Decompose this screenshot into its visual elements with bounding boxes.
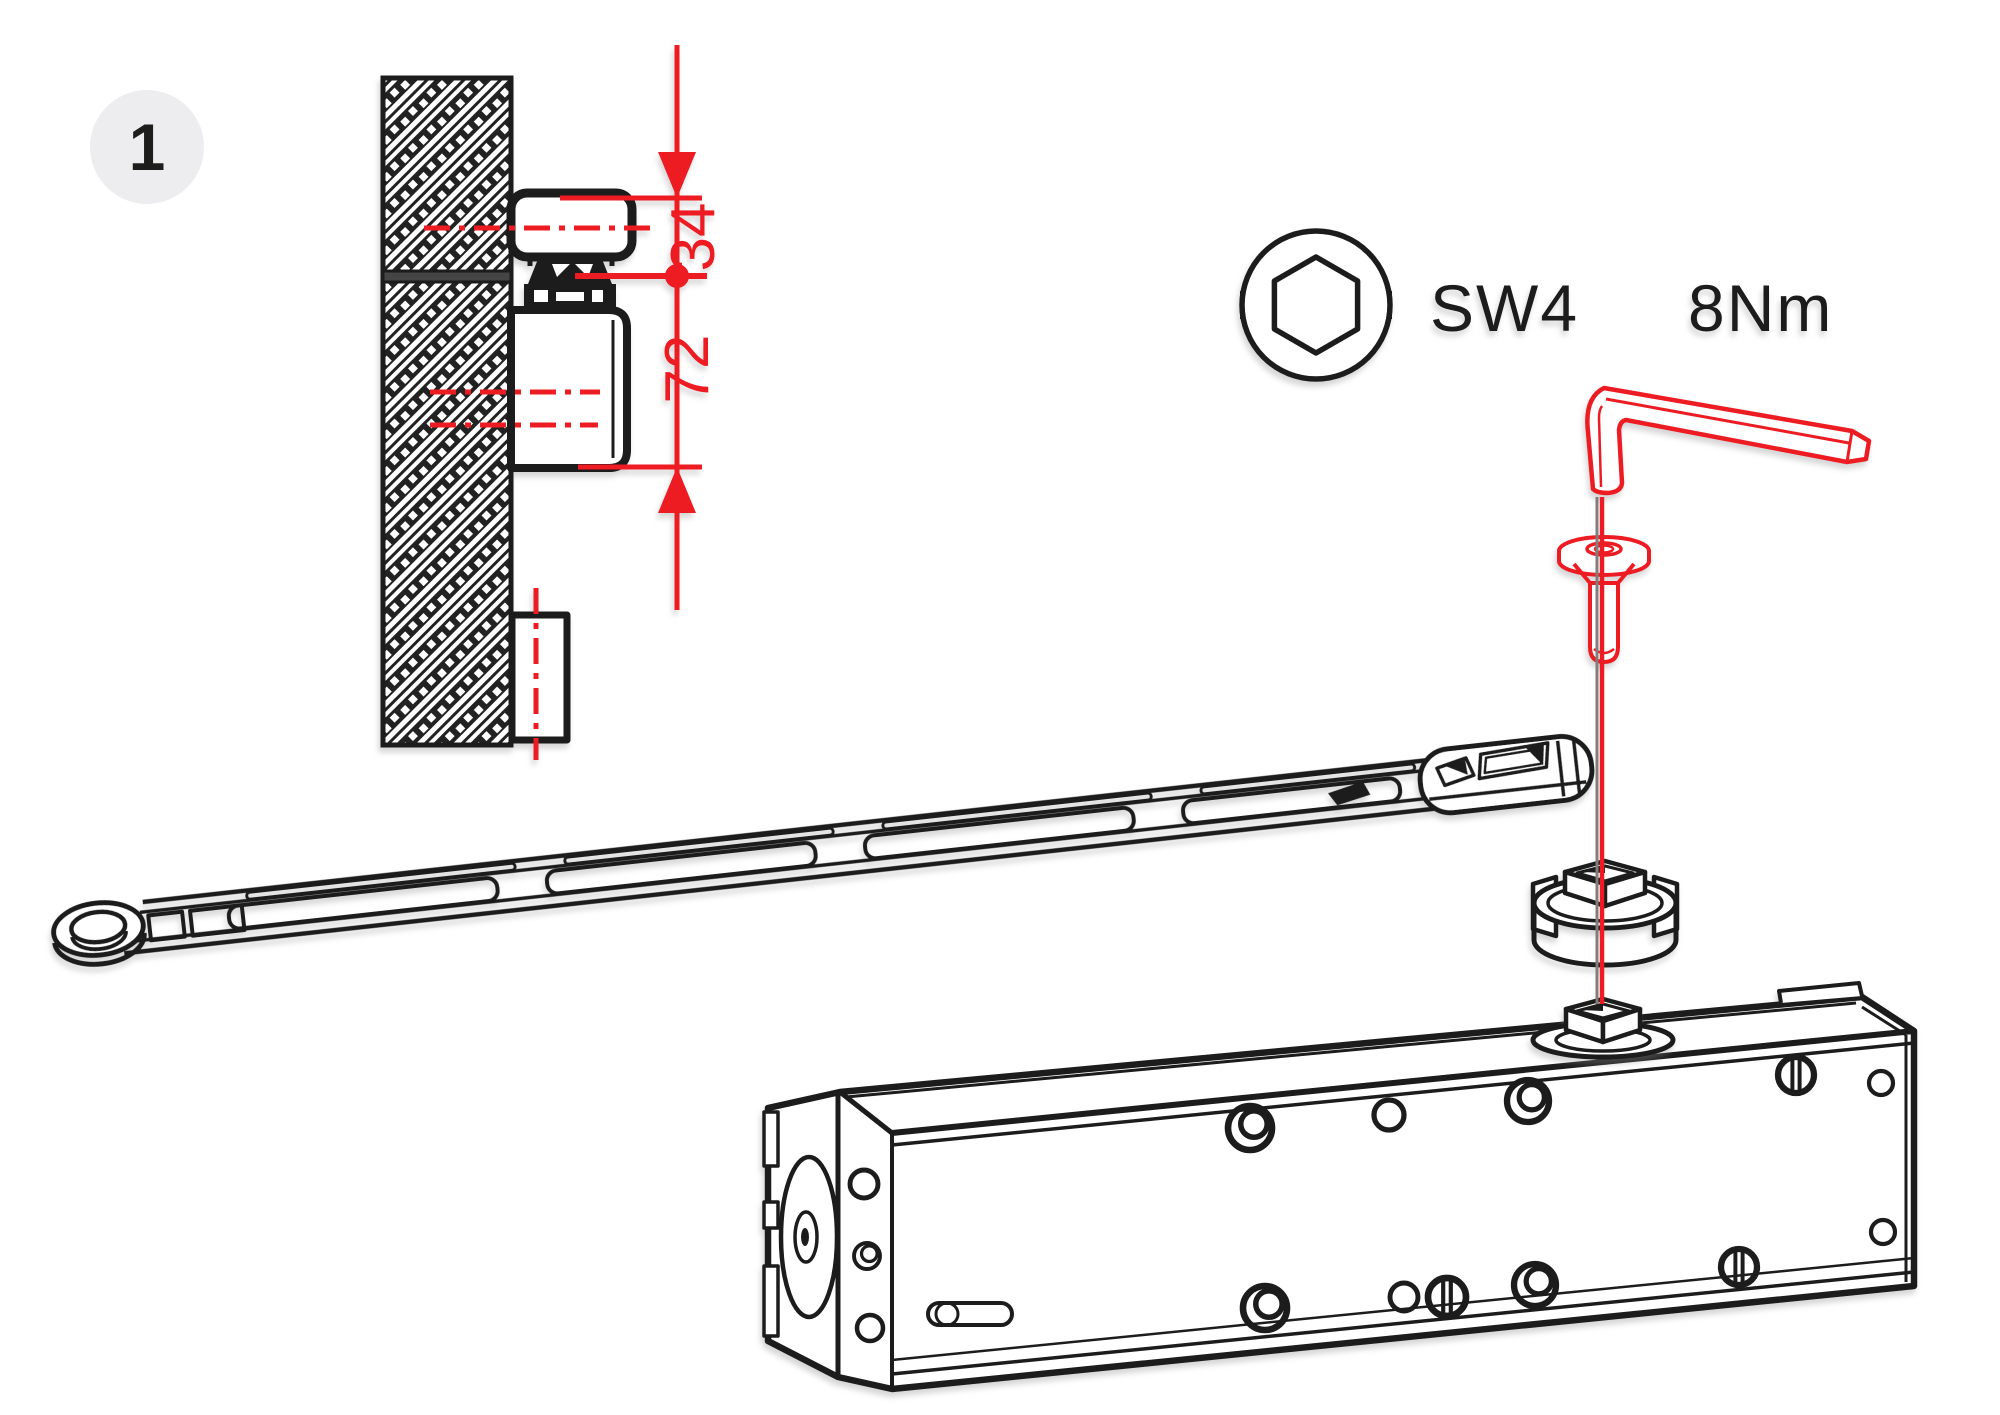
lintel-divider: [381, 269, 513, 284]
door-leaf-profile: [508, 611, 571, 744]
arm-head: [1417, 734, 1595, 816]
arm-slot: [1199, 762, 1417, 796]
arm-window: [188, 903, 247, 938]
dimension-lines: 34 72: [560, 45, 728, 610]
valve-slot: [926, 1301, 1014, 1327]
arm-window: [146, 909, 187, 943]
arm-slot: [862, 805, 1136, 861]
dim-label-34: 34: [659, 203, 728, 272]
closer-body-outline: [764, 993, 1918, 1393]
dim-reference-point: [665, 264, 689, 288]
allen-key-icon: [1585, 385, 1872, 496]
valve-screw: [934, 1301, 960, 1327]
step-number: 1: [129, 110, 166, 184]
slide-arm: [51, 734, 1595, 967]
arm-slot: [245, 861, 517, 901]
arm-stop: [1327, 781, 1371, 806]
dim-label-72: 72: [653, 335, 722, 404]
step-badge: 1: [90, 90, 204, 204]
arm-eyelet: [51, 900, 147, 967]
hex-socket-icon: [1239, 228, 1393, 382]
slide-rail-profile: [506, 188, 637, 266]
door-closer-body: [762, 981, 1918, 1393]
arm-slot: [226, 876, 500, 931]
pinion-bushing: [1530, 858, 1680, 968]
slider-block-profile: [524, 259, 616, 308]
wall-section: [380, 75, 514, 748]
mounting-section-view: 34 72: [380, 45, 728, 760]
rear-tab: [1777, 981, 1864, 1004]
torque-label: 8Nm: [1688, 271, 1833, 345]
pinion-shaft: [1530, 996, 1676, 1060]
dim-arrow-down: [658, 152, 696, 198]
end-cap: [762, 1110, 840, 1338]
dim-arrow-up: [658, 467, 696, 513]
step-badge-circle: [90, 90, 204, 204]
tool-spec: SW4 8Nm: [1239, 228, 1833, 382]
door-closer-profile: [507, 306, 631, 472]
arm-slot: [881, 791, 1153, 831]
assembly-axis: [1595, 497, 1605, 1004]
wrench-size-label: SW4: [1430, 271, 1579, 345]
arm-slot: [563, 826, 835, 866]
body-holes: [850, 1057, 1895, 1341]
arm-slot: [1181, 776, 1403, 826]
arm-slot: [544, 840, 818, 896]
